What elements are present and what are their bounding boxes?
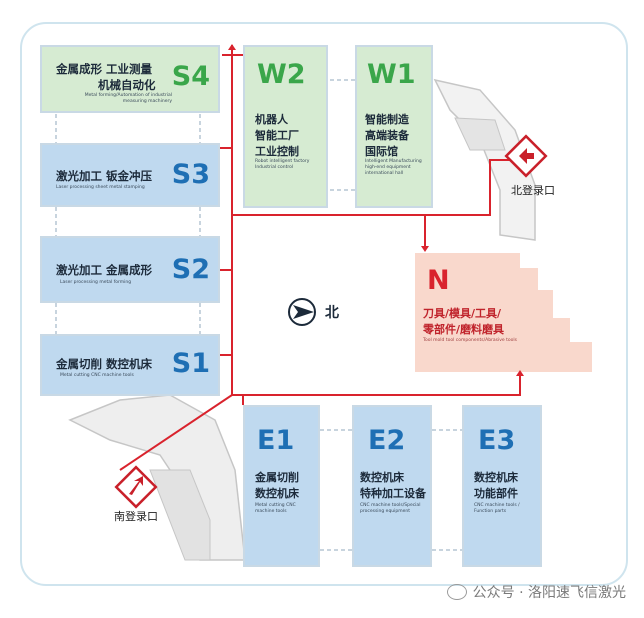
hall-s2-zh: 激光加工 金属成形 [56,263,153,277]
hall-s4-code: S4 [171,61,210,92]
hall-w2-en: Robot intelligent factory Industrial con… [255,159,310,170]
north-entrance-arrow-icon [519,148,534,164]
hall-n-shape [415,253,592,372]
watermark-text: 公众号 · 洛阳速飞信激光 [472,585,626,601]
compass-label: 北 [325,305,339,321]
hall-e1-code: E1 [257,425,295,456]
hall-s1[interactable]: 金属切削 数控机床 Metal cutting CNC machine tool… [40,334,220,396]
south-entrance-marker [114,465,158,509]
hall-e3[interactable]: E3 数控机床 功能部件 CNC machine tools / Functio… [462,405,542,567]
hall-e2[interactable]: E2 数控机床 特种加工设备 CNC machine tools/Special… [352,405,432,567]
south-plaza-inner [149,469,211,561]
north-entrance-label: 北登录口 [511,184,555,197]
hall-e1-zh-line2: 数控机床 [255,487,299,500]
hall-s1-en: Metal cutting CNC machine tools [60,373,134,378]
hall-w1-code: W1 [367,59,416,90]
hall-w1-zh-line2: 高端装备 [365,129,409,142]
hall-e1[interactable]: E1 金属切削 数控机床 Metal cutting CNC machine t… [243,405,320,567]
hall-e2-zh-line2: 特种加工设备 [360,487,426,500]
hall-w1[interactable]: W1 智能制造 高端装备 国际馆 Intelligent Manufacturi… [355,45,433,208]
hall-s3-en: Laser processing sheet metal stamping [56,185,145,190]
hall-n-code: N [427,265,450,296]
hall-w1-zh-line1: 智能制造 [365,113,409,126]
hall-s2-en: Laser processing metal forming [60,280,132,285]
hall-s1-zh: 金属切削 数控机床 [56,357,153,371]
hall-e3-en: CNC machine tools / Function parts [474,503,520,514]
south-entrance-label: 南登录口 [114,510,158,523]
hall-s3-code: S3 [171,159,210,190]
hall-e3-zh-line2: 功能部件 [474,487,518,500]
hall-n-zh-line2: 零部件/磨料磨具 [423,323,505,336]
hall-s4-zh-line1: 金属成形 工业测量 [56,62,153,76]
route-arrows [228,44,524,376]
hall-s2[interactable]: 激光加工 金属成形 Laser processing metal forming… [40,236,220,303]
hall-w2-zh-line3: 工业控制 [255,145,299,158]
north-building-wing [454,117,506,151]
hall-e2-en: CNC machine tools/Special processing equ… [360,503,421,514]
hall-e1-zh-line1: 金属切削 [255,471,299,484]
hall-e1-en: Metal cutting CNC machine tools [255,503,296,514]
hall-s4-en: Metal forming/Automation of industrial m… [84,93,172,104]
hall-e3-zh-line1: 数控机床 [474,471,518,484]
hall-s3-zh: 激光加工 钣金冲压 [56,169,153,183]
watermark: 公众号 · 洛阳速飞信激光 [446,582,626,602]
hall-w2-zh-line2: 智能工厂 [255,129,299,142]
wechat-icon [446,584,467,600]
south-entrance-arrow-icon [129,476,143,495]
hall-s2-code: S2 [171,254,210,285]
compass-arrow-icon [293,305,314,319]
hall-s4[interactable]: 金属成形 工业测量 机械自动化 Metal forming/Automation… [40,45,220,113]
compass [288,298,316,326]
hall-w1-zh-line3: 国际馆 [365,145,398,158]
hall-e2-zh-line1: 数控机床 [360,471,404,484]
hall-e3-code: E3 [478,425,516,456]
hall-s1-code: S1 [171,348,210,379]
hall-w2-zh-line1: 机器人 [255,113,288,126]
hall-w2-code: W2 [257,59,306,90]
hall-w2[interactable]: W2 机器人 智能工厂 工业控制 Robot intelligent facto… [243,45,328,208]
north-entrance-marker [504,134,548,178]
hall-s3[interactable]: 激光加工 钣金冲压 Laser processing sheet metal s… [40,143,220,207]
hall-n-zh-line1: 刀具/模具/工具/ [423,307,502,320]
hall-n[interactable]: N 刀具/模具/工具/ 零部件/磨料磨具 Tool mold tool comp… [415,253,535,372]
hall-e2-code: E2 [368,425,406,456]
hall-n-en: Tool mold tool components/Abrasive tools [423,338,517,343]
visitor-route [119,45,521,471]
hall-w1-en: Intelligent Manufacturing high-end equip… [365,159,422,176]
hall-s4-zh-line2: 机械自动化 [98,78,156,92]
